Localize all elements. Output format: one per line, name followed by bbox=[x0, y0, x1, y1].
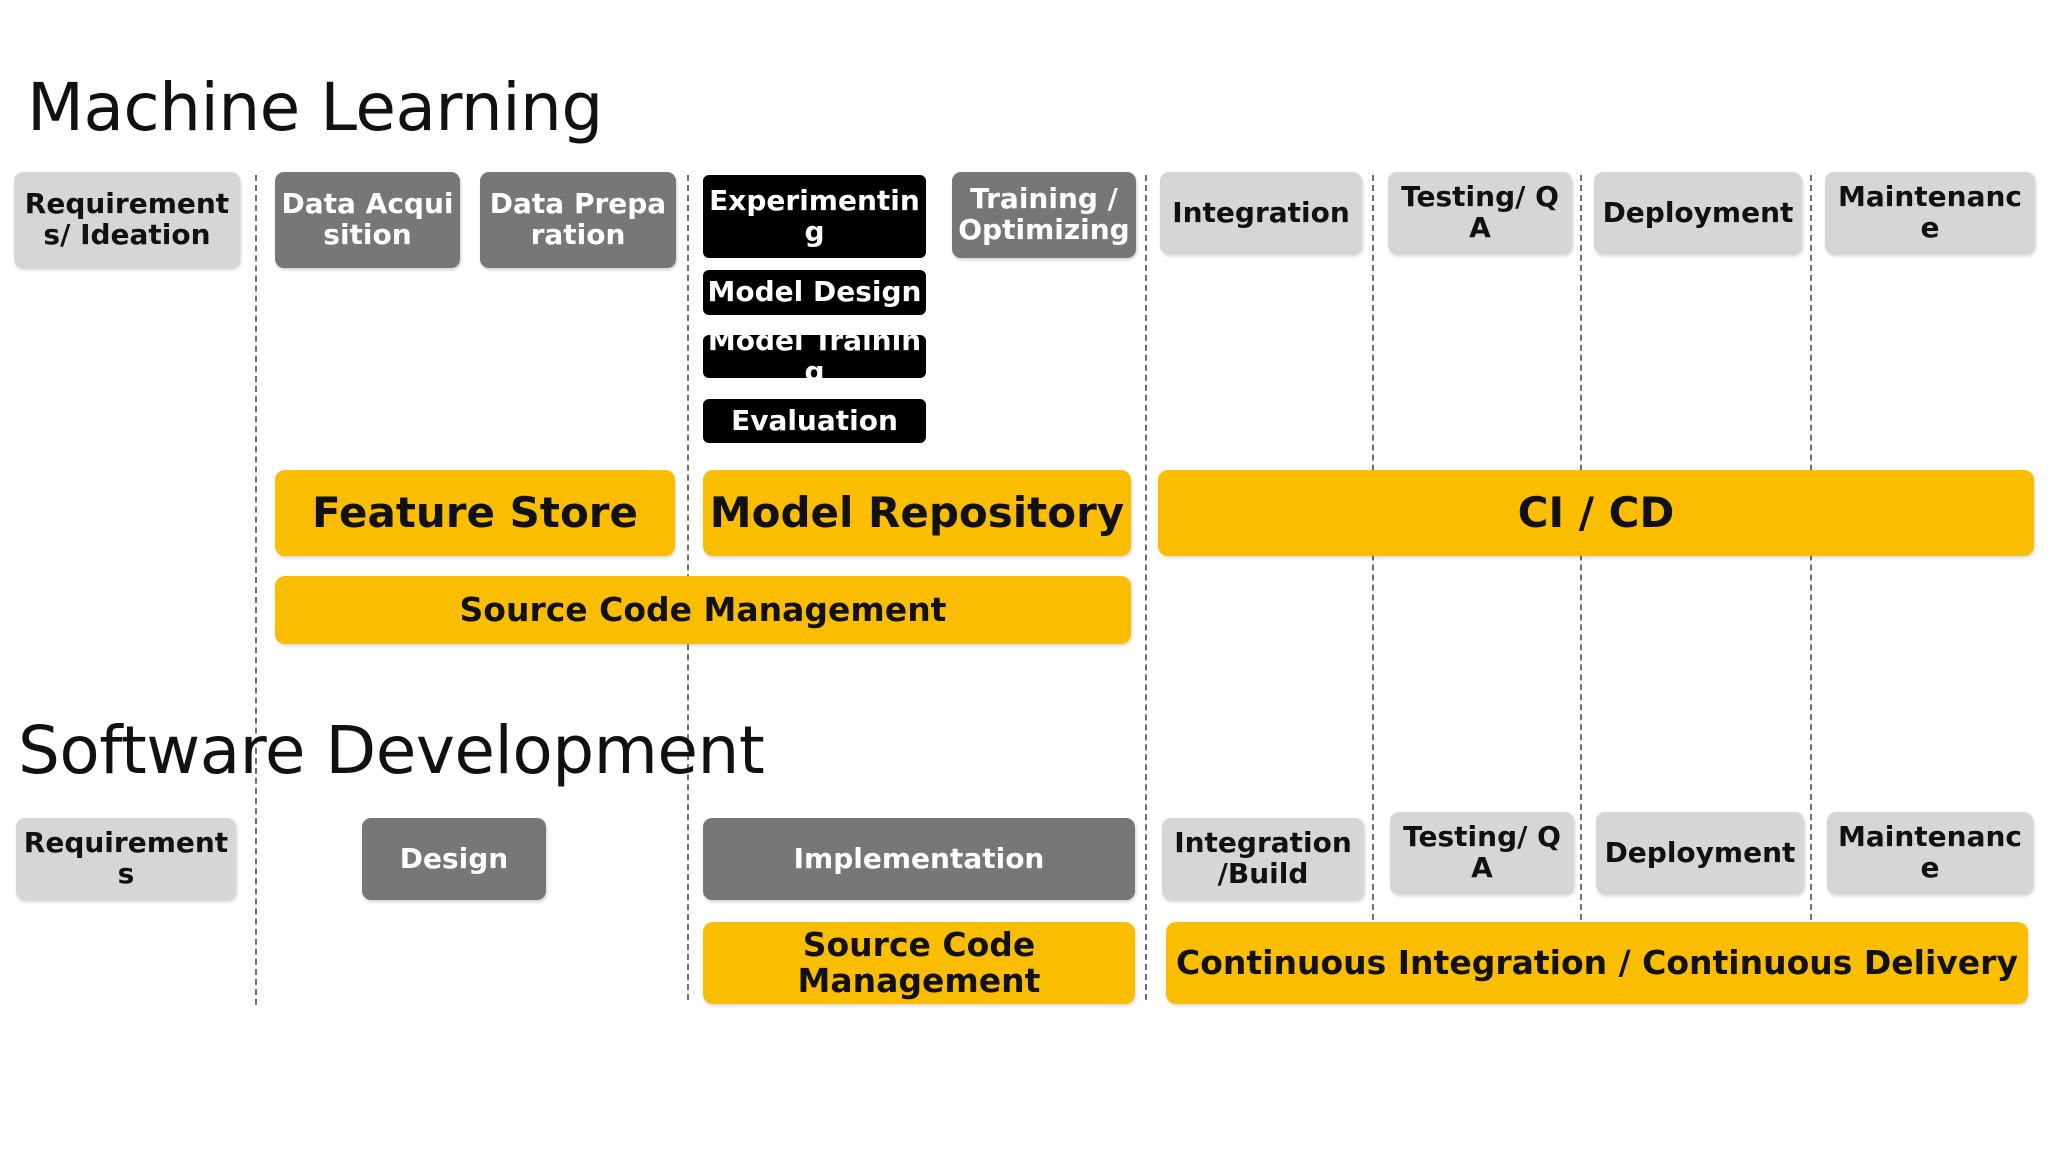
separator-line-3 bbox=[1145, 175, 1147, 1000]
ml-model-repository-label: Model Repository bbox=[709, 487, 1125, 537]
sd-source-code-management-box: Source Code Management bbox=[703, 922, 1135, 1004]
sd-implementation-label: Implementation bbox=[793, 841, 1045, 875]
ml-training-optimizing-label: Training / Optimizing bbox=[958, 182, 1130, 246]
ml-data-preparation-label: Data Preparation bbox=[489, 187, 667, 251]
ml-requirements-label: Requirements/ Ideation bbox=[24, 187, 230, 251]
sd-deployment-box: Deployment bbox=[1596, 812, 1804, 894]
ml-model-design-box: Model Design bbox=[703, 270, 926, 315]
ml-data-preparation-box: Data Preparation bbox=[480, 172, 676, 268]
ml-source-code-management-box: Source Code Management bbox=[275, 576, 1131, 644]
ml-ci-cd-box: CI / CD bbox=[1158, 470, 2034, 556]
ml-deployment-box: Deployment bbox=[1594, 172, 1802, 254]
ml-evaluation-label: Evaluation bbox=[731, 403, 898, 437]
sd-testing-qa-box: Testing/ QA bbox=[1390, 812, 1574, 894]
ml-evaluation-box: Evaluation bbox=[703, 399, 926, 443]
sd-requirements-label: Requirements bbox=[23, 826, 229, 890]
ml-maintenance-box: Maintenance bbox=[1825, 172, 2035, 254]
ml-training-optimizing-box: Training / Optimizing bbox=[952, 172, 1136, 258]
ml-requirements-box: Requirements/ Ideation bbox=[14, 172, 240, 268]
sd-design-box: Design bbox=[362, 818, 546, 900]
sd-design-label: Design bbox=[399, 841, 509, 875]
sd-deployment-label: Deployment bbox=[1604, 835, 1796, 869]
software-development-title: Software Development bbox=[18, 712, 765, 789]
ml-data-acquisition-label: Data Acquisition bbox=[281, 187, 454, 251]
ml-feature-store-box: Feature Store bbox=[275, 470, 675, 556]
ml-data-acquisition-box: Data Acquisition bbox=[275, 172, 460, 268]
ml-source-code-management-label: Source Code Management bbox=[459, 589, 947, 629]
ml-feature-store-label: Feature Store bbox=[312, 487, 638, 537]
sd-requirements-box: Requirements bbox=[16, 818, 236, 900]
ml-testing-qa-label: Testing/ QA bbox=[1401, 180, 1559, 244]
sd-integration-build-label: Integration /Build bbox=[1174, 826, 1352, 890]
sd-ci-cd-full-label: Continuous Integration / Continuous Deli… bbox=[1176, 942, 2018, 982]
ml-model-repository-box: Model Repository bbox=[703, 470, 1131, 556]
ml-testing-qa-box: Testing/ QA bbox=[1388, 172, 1572, 254]
sd-maintenance-box: Maintenance bbox=[1827, 812, 2033, 894]
ml-integration-label: Integration bbox=[1172, 195, 1350, 229]
ml-model-design-label: Model Design bbox=[707, 275, 922, 309]
ml-model-training-box: Model Training bbox=[703, 335, 926, 378]
sd-testing-qa-label: Testing/ QA bbox=[1403, 820, 1561, 884]
ml-integration-box: Integration bbox=[1160, 172, 1362, 254]
sd-ci-cd-full-box: Continuous Integration / Continuous Deli… bbox=[1166, 922, 2028, 1004]
ml-maintenance-label: Maintenance bbox=[1837, 180, 2023, 244]
machine-learning-title: Machine Learning bbox=[27, 69, 603, 146]
ml-deployment-label: Deployment bbox=[1602, 195, 1794, 229]
ml-experimenting-label: Experimenting bbox=[709, 183, 920, 248]
sd-source-code-management-label: Source Code Management bbox=[797, 924, 1041, 1000]
ml-experimenting-box: Experimenting bbox=[703, 175, 926, 258]
ml-model-training-label: Model Training bbox=[707, 335, 922, 378]
sd-maintenance-label: Maintenance bbox=[1837, 820, 2023, 884]
ml-ci-cd-label: CI / CD bbox=[1517, 487, 1675, 537]
sd-implementation-box: Implementation bbox=[703, 818, 1135, 900]
separator-line-1 bbox=[255, 175, 257, 1005]
sd-integration-build-box: Integration /Build bbox=[1162, 818, 1364, 900]
